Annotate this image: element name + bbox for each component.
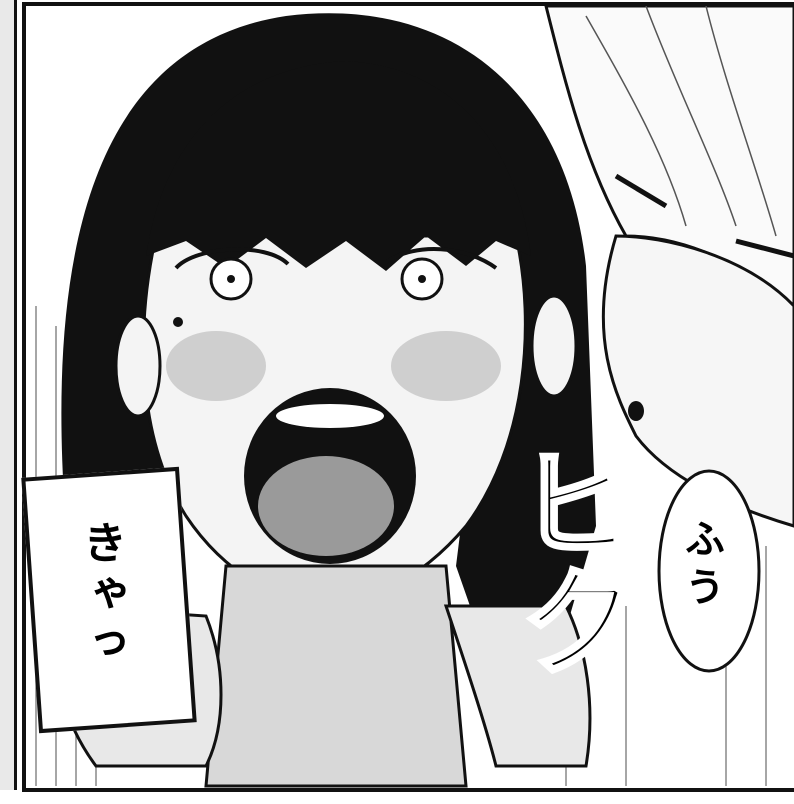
speech-bubble-fuu	[657, 469, 761, 673]
mole	[173, 317, 183, 327]
panel-artwork	[35, 6, 794, 788]
manga-panel	[22, 2, 794, 792]
adjacent-panel-edge	[0, 0, 17, 790]
speech-text-kya: きゃっ	[75, 520, 126, 670]
girl-neck	[204, 564, 468, 788]
girl-mouth	[244, 388, 416, 564]
speech-text-fuu: ふう	[678, 518, 724, 614]
girl-eyes	[174, 247, 498, 301]
sound-effect-biku: ビク	[496, 438, 639, 682]
girl-bangs	[146, 61, 531, 271]
